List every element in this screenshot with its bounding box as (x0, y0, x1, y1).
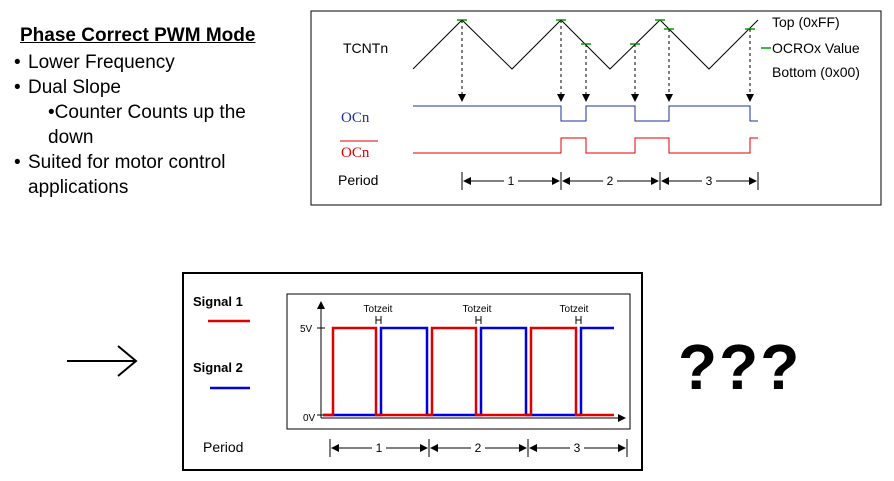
period-number: 2 (607, 174, 614, 188)
signal-period-number: 3 (574, 441, 581, 455)
period-number: 3 (706, 174, 713, 188)
y-tick-label-low: 0V (303, 413, 316, 424)
oc-inverted-waveform (413, 137, 758, 154)
bullet-text: Dual Slope (28, 77, 121, 98)
signal-period-label: Period (203, 439, 243, 455)
ocr-label: OCROx Value (772, 40, 860, 56)
bullet-item: Dual Slope (14, 75, 278, 100)
bullet-item: Suited for motor control applications (14, 150, 278, 200)
oc-label: OCn (341, 110, 370, 126)
pwm-diagram-frame (310, 10, 882, 206)
bullet-text: Suited for motor control applications (28, 152, 226, 198)
bottom-label: Bottom (0x00) (772, 64, 860, 80)
bullet-list: Lower Frequency Dual Slope •Counter Coun… (14, 50, 278, 200)
sub-bullet-item: •Counter Counts up the down (14, 100, 278, 150)
signal2-label: Signal 2 (193, 360, 243, 375)
signal-plot-area (286, 293, 631, 430)
signal1-label: Signal 1 (193, 294, 243, 309)
right-arrow-icon (67, 345, 138, 377)
signal-period-ticks (329, 439, 628, 457)
compare-dashed-arrows (458, 20, 754, 102)
deadtime-label: Totzeit (364, 304, 393, 315)
oc-waveform (413, 105, 758, 122)
signal1-waveform (323, 326, 614, 417)
counter-label: TCNTn (343, 40, 388, 56)
mode-heading: Phase Correct PWM Mode (20, 25, 256, 46)
signal-period-number: 1 (376, 441, 383, 455)
bullet-text: •Counter Counts up the down (48, 102, 246, 148)
deadtime-label: Totzeit (560, 304, 589, 315)
signal-period-number: 2 (475, 441, 482, 455)
period-number: 1 (508, 174, 515, 188)
bullet-text: Lower Frequency (28, 52, 175, 73)
y-tick-label-high: 5V (300, 324, 313, 335)
top-label: Top (0xFF) (772, 14, 840, 30)
question-marks: ??? (678, 331, 802, 403)
period-ticks (461, 172, 759, 190)
bullet-item: Lower Frequency (14, 50, 278, 75)
oc-inverted-label: OCn (341, 145, 370, 161)
deadtime-label: Totzeit (463, 304, 492, 315)
period-label: Period (338, 172, 378, 188)
deadtime-markers (375, 316, 582, 324)
